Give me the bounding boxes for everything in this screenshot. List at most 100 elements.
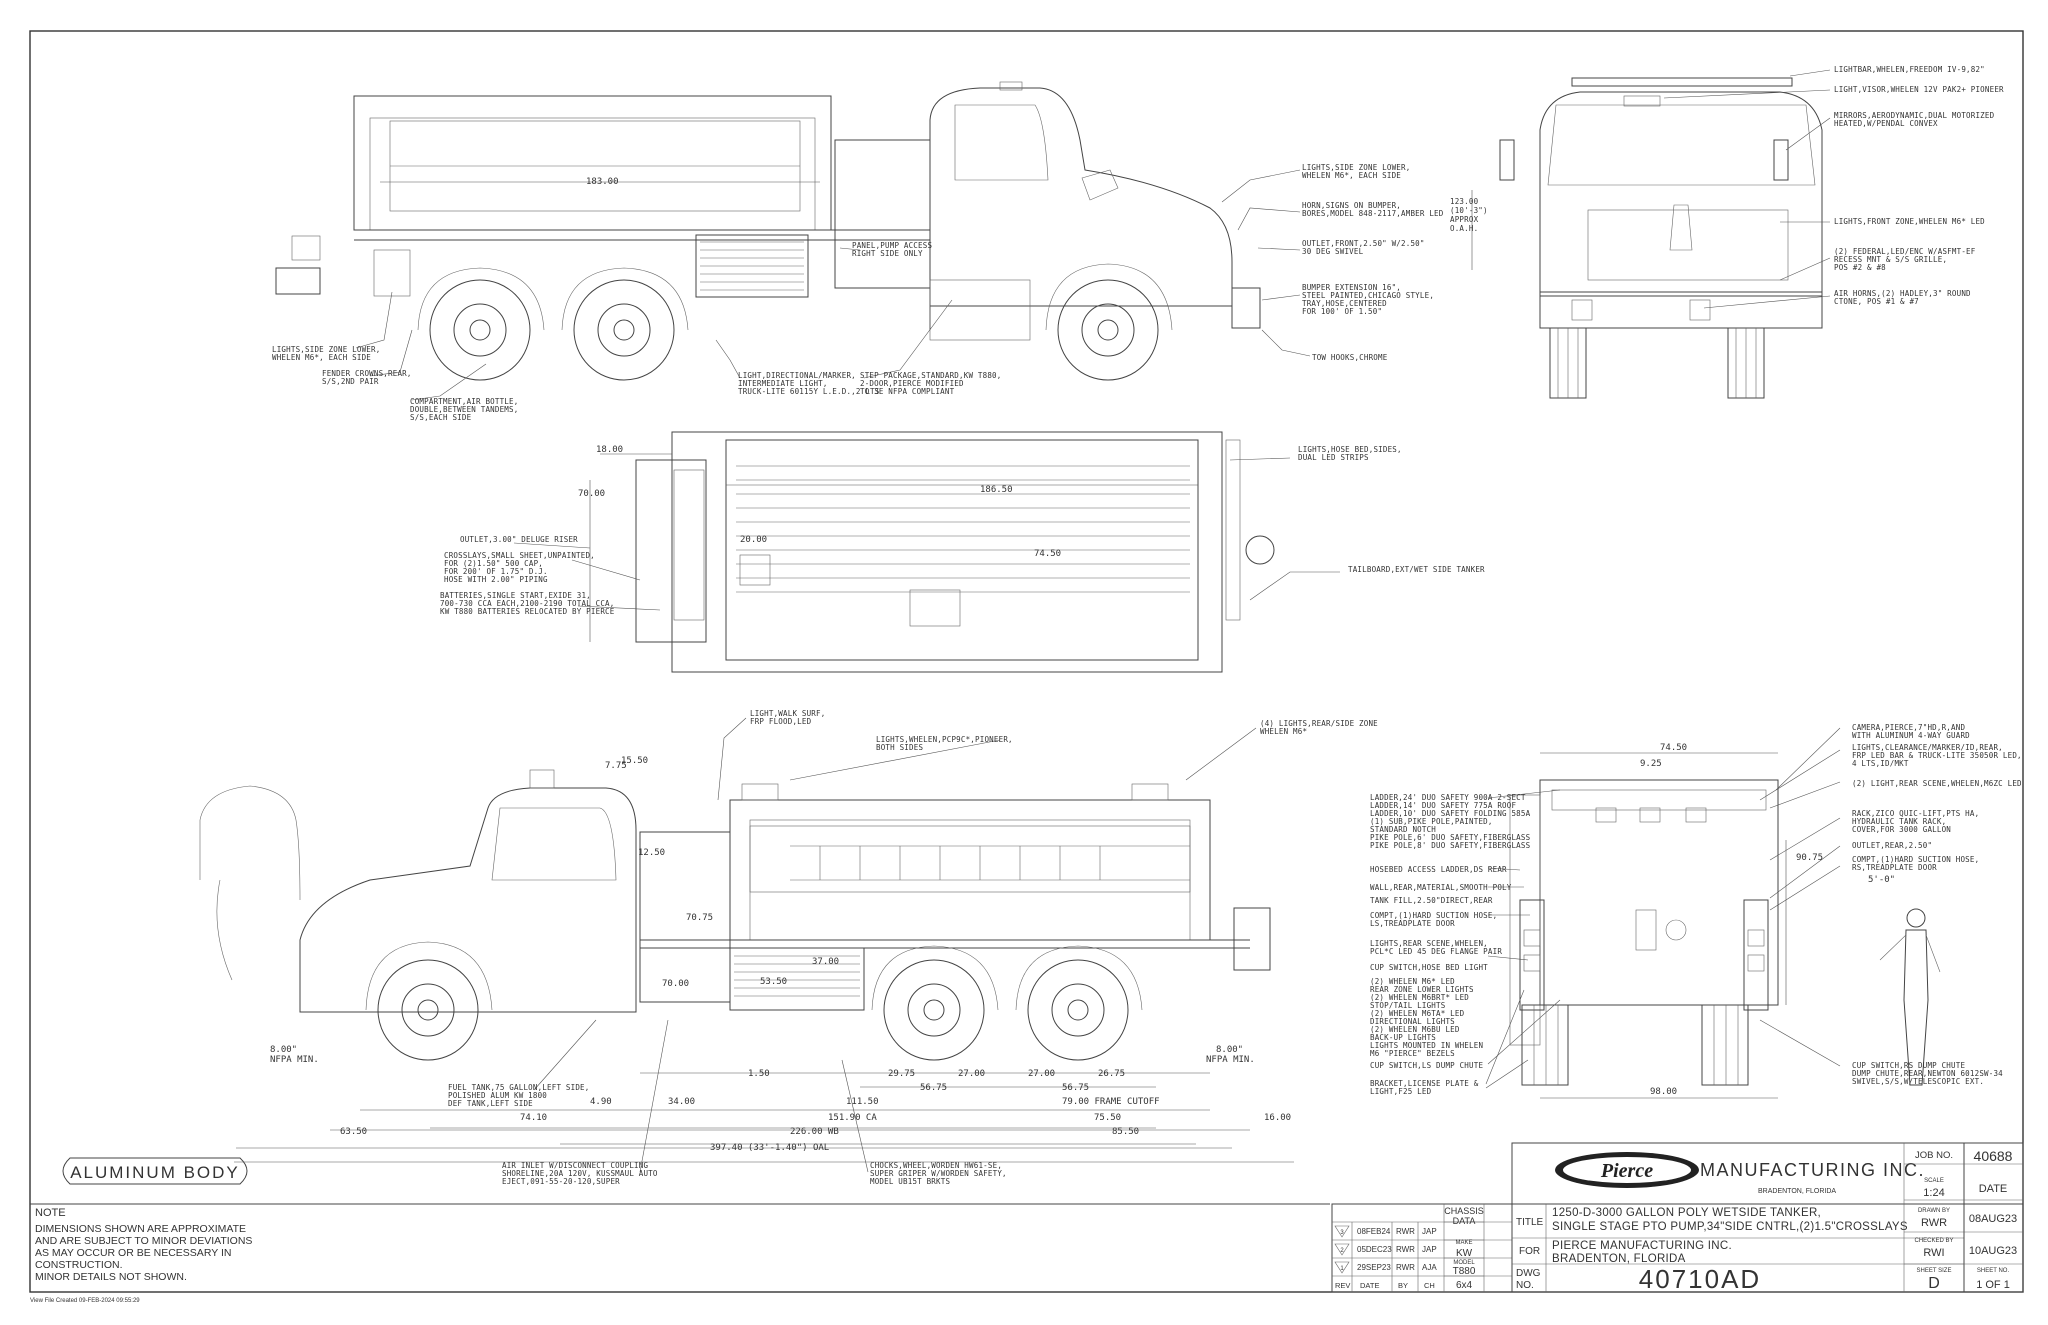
svg-text:1.50: 1.50 <box>748 1069 770 1079</box>
svg-text:FUEL TANK,75 GALLON,LEFT SIDE,: FUEL TANK,75 GALLON,LEFT SIDE,POLISHED A… <box>448 1083 589 1108</box>
chassis-data: CHASSIS DATA MAKE KW MODEL T880 6x4 <box>1444 1206 1484 1291</box>
svg-text:BY: BY <box>1398 1281 1408 1290</box>
top-view <box>635 431 1275 673</box>
svg-text:DATE: DATE <box>1979 1183 2008 1195</box>
pierce-logo: Pierce <box>1555 1152 1699 1188</box>
svg-text:OUTLET,3.00" DELUGE RISER: OUTLET,3.00" DELUGE RISER <box>460 535 578 544</box>
svg-text:SCALE: SCALE <box>1924 1178 1944 1184</box>
svg-text:RWR: RWR <box>1396 1245 1415 1254</box>
svg-text:REV: REV <box>1335 1281 1350 1290</box>
svg-text:HORN,SIGNS ON BUMPER,BORES,MOD: HORN,SIGNS ON BUMPER,BORES,MODEL 848-211… <box>1302 201 1444 218</box>
svg-text:9.25: 9.25 <box>1640 759 1662 769</box>
svg-text:20.00: 20.00 <box>740 535 767 545</box>
svg-text:70.00: 70.00 <box>662 979 689 989</box>
svg-text:29.75: 29.75 <box>888 1069 915 1079</box>
svg-text:MAKE: MAKE <box>1455 1240 1472 1246</box>
svg-text:1:24: 1:24 <box>1923 1187 1944 1199</box>
svg-text:LIGHTS,SIDE ZONE LOWER,WHELEN: LIGHTS,SIDE ZONE LOWER,WHELEN M6*, EACH … <box>272 345 380 362</box>
svg-text:LIGHTS,WHELEN,PCP9C*,PIONEER,B: LIGHTS,WHELEN,PCP9C*,PIONEER,BOTH SIDES <box>876 735 1013 752</box>
svg-text:PIERCE MANUFACTURING INC.BRADE: PIERCE MANUFACTURING INC.BRADENTON, FLOR… <box>1552 1240 1732 1265</box>
svg-text:85.50: 85.50 <box>1112 1127 1139 1137</box>
svg-text:LIGHTS,SIDE ZONE LOWER,WHELEN: LIGHTS,SIDE ZONE LOWER,WHELEN M6*, EACH … <box>1302 163 1410 180</box>
file-created-stamp: View File Created 09-FEB-2024 09:55:29 <box>30 1298 140 1304</box>
svg-text:40688: 40688 <box>1974 1148 2013 1164</box>
svg-text:75.50: 75.50 <box>1094 1113 1121 1123</box>
svg-text:397.40 (33'-1.40") OAL: 397.40 (33'-1.40") OAL <box>710 1143 829 1153</box>
svg-text:4.90: 4.90 <box>590 1097 612 1107</box>
svg-text:COMPT,(1)HARD SUCTION HOSE,LS,: COMPT,(1)HARD SUCTION HOSE,LS,TREADPLATE… <box>1370 911 1497 928</box>
svg-text:226.00 WB: 226.00 WB <box>790 1127 839 1137</box>
svg-text:NFPA MIN.: NFPA MIN. <box>270 1055 319 1065</box>
svg-text:AIR INLET W/DISCONNECT COUPLIN: AIR INLET W/DISCONNECT COUPLINGSHORELINE… <box>502 1161 658 1186</box>
svg-text:LIGHT,DIRECTIONAL/MARKER,INTER: LIGHT,DIRECTIONAL/MARKER,INTERMEDIATE LI… <box>738 371 880 396</box>
title-block: 3 2 1 08FEB24 05DEC23 29SEP23 RWR RWR RW… <box>1331 1142 2024 1294</box>
svg-text:40710AD: 40710AD <box>1639 1264 1761 1294</box>
svg-text:CHOCKS,WHEEL,WORDEN HW61-SE,SU: CHOCKS,WHEEL,WORDEN HW61-SE,SUPER GRIPER… <box>870 1161 1007 1186</box>
svg-text:JAP: JAP <box>1422 1245 1437 1254</box>
svg-text:LIGHTBAR,WHELEN,FREEDOM IV-9,8: LIGHTBAR,WHELEN,FREEDOM IV-9,82" <box>1834 65 1985 74</box>
svg-text:OUTLET,FRONT,2.50" W/2.50"30 D: OUTLET,FRONT,2.50" W/2.50"30 DEG SWIVEL <box>1302 239 1425 256</box>
svg-text:26.75: 26.75 <box>1098 1069 1125 1079</box>
svg-text:56.75: 56.75 <box>1062 1083 1089 1093</box>
sheet-border <box>29 30 2024 1293</box>
labels-side-top: LIGHTS,SIDE ZONE LOWER,WHELEN M6*, EACH … <box>272 163 1444 422</box>
svg-text:37.00: 37.00 <box>812 957 839 967</box>
svg-text:18.00: 18.00 <box>596 445 623 455</box>
labels-front: LIGHTBAR,WHELEN,FREEDOM IV-9,82" LIGHT,V… <box>1450 65 2004 306</box>
svg-text:1250-D-3000 GALLON POLY WETSID: 1250-D-3000 GALLON POLY WETSIDE TANKER,S… <box>1552 1207 1908 1233</box>
svg-text:RACK,ZICO QUIC-LIFT,PTS HA,HYD: RACK,ZICO QUIC-LIFT,PTS HA,HYDRAULIC TAN… <box>1852 809 1979 834</box>
aluminum-body-stamp: ALUMINUM BODY <box>62 1157 248 1185</box>
svg-text:05DEC23: 05DEC23 <box>1357 1245 1392 1254</box>
svg-text:NO.: NO. <box>1516 1280 1534 1291</box>
svg-text:CUP SWITCH,HOSE BED LIGHT: CUP SWITCH,HOSE BED LIGHT <box>1370 963 1488 972</box>
svg-text:74.10: 74.10 <box>520 1113 547 1123</box>
svg-text:TITLE: TITLE <box>1516 1217 1544 1228</box>
svg-text:DRAWN BY: DRAWN BY <box>1918 1208 1950 1214</box>
svg-text:56.75: 56.75 <box>920 1083 947 1093</box>
svg-text:MANUFACTURING INC.: MANUFACTURING INC. <box>1700 1160 1925 1180</box>
svg-text:DATE: DATE <box>1360 1281 1379 1290</box>
svg-text:ALUMINUM BODY: ALUMINUM BODY <box>70 1163 240 1182</box>
svg-text:8.00": 8.00" <box>270 1045 297 1055</box>
svg-text:BUMPER EXTENSION 16",STEEL PAI: BUMPER EXTENSION 16",STEEL PAINTED,CHICA… <box>1302 283 1434 316</box>
svg-text:COMPARTMENT,AIR BOTTLE,DOUBLE,: COMPARTMENT,AIR BOTTLE,DOUBLE,BETWEEN TA… <box>410 397 518 422</box>
svg-text:AJA: AJA <box>1422 1263 1437 1272</box>
svg-text:TANK FILL,2.50"DIRECT,REAR: TANK FILL,2.50"DIRECT,REAR <box>1370 896 1493 905</box>
dimension-lines <box>234 181 1787 1163</box>
svg-text:27.00: 27.00 <box>958 1069 985 1079</box>
svg-text:2: 2 <box>1340 1248 1344 1254</box>
svg-text:90.75: 90.75 <box>1796 853 1823 863</box>
svg-text:74.50: 74.50 <box>1034 549 1061 559</box>
svg-text:LIGHTS,HOSE BED,SIDES,DUAL LED: LIGHTS,HOSE BED,SIDES,DUAL LED STRIPS <box>1298 445 1402 462</box>
svg-text:34.00: 34.00 <box>668 1097 695 1107</box>
svg-text:SHEET NO.: SHEET NO. <box>1977 1268 2010 1274</box>
svg-text:186.50: 186.50 <box>980 485 1013 495</box>
svg-text:8.00": 8.00" <box>1216 1045 1243 1055</box>
svg-text:LIGHTS,FRONT ZONE,WHELEN M6* L: LIGHTS,FRONT ZONE,WHELEN M6* LED <box>1834 217 1985 226</box>
svg-text:RWR: RWR <box>1396 1263 1415 1272</box>
svg-text:CROSSLAYS,SMALL SHEET,UNPAINTE: CROSSLAYS,SMALL SHEET,UNPAINTED,FOR (2)1… <box>444 551 595 584</box>
svg-text:DIMENSIONS SHOWN ARE APPROXIMA: DIMENSIONS SHOWN ARE APPROXIMATE AND ARE… <box>35 1223 255 1283</box>
svg-text:TAILBOARD,EXT/WET SIDE TANKER: TAILBOARD,EXT/WET SIDE TANKER <box>1348 565 1485 574</box>
svg-text:Pierce: Pierce <box>1600 1160 1653 1182</box>
svg-text:(2) LIGHT,REAR SCENE,WHELEN,M6: (2) LIGHT,REAR SCENE,WHELEN,M6ZC LED <box>1852 779 2022 788</box>
svg-text:RWR: RWR <box>1396 1227 1415 1236</box>
svg-text:NOTE: NOTE <box>35 1207 66 1219</box>
svg-text:BRACKET,LICENSE PLATE &LIGHT,F: BRACKET,LICENSE PLATE &LIGHT,F25 LED <box>1370 1079 1479 1096</box>
svg-text:RWR: RWR <box>1921 1217 1947 1229</box>
svg-text:CH: CH <box>1424 1281 1435 1290</box>
svg-text:12.50: 12.50 <box>638 848 665 858</box>
dimension-values: 183.00 18.00 70.00 186.50 20.00 74.50 15… <box>270 177 1895 1153</box>
svg-text:FENDER CROWNS,REAR,S/S,2ND PAI: FENDER CROWNS,REAR,S/S,2ND PAIR <box>322 369 412 386</box>
svg-text:79.00 FRAME CUTOFF: 79.00 FRAME CUTOFF <box>1062 1097 1160 1107</box>
svg-text:LIGHTS,CLEARANCE/MARKER/ID,REA: LIGHTS,CLEARANCE/MARKER/ID,REAR,FRP LED … <box>1852 743 2022 768</box>
